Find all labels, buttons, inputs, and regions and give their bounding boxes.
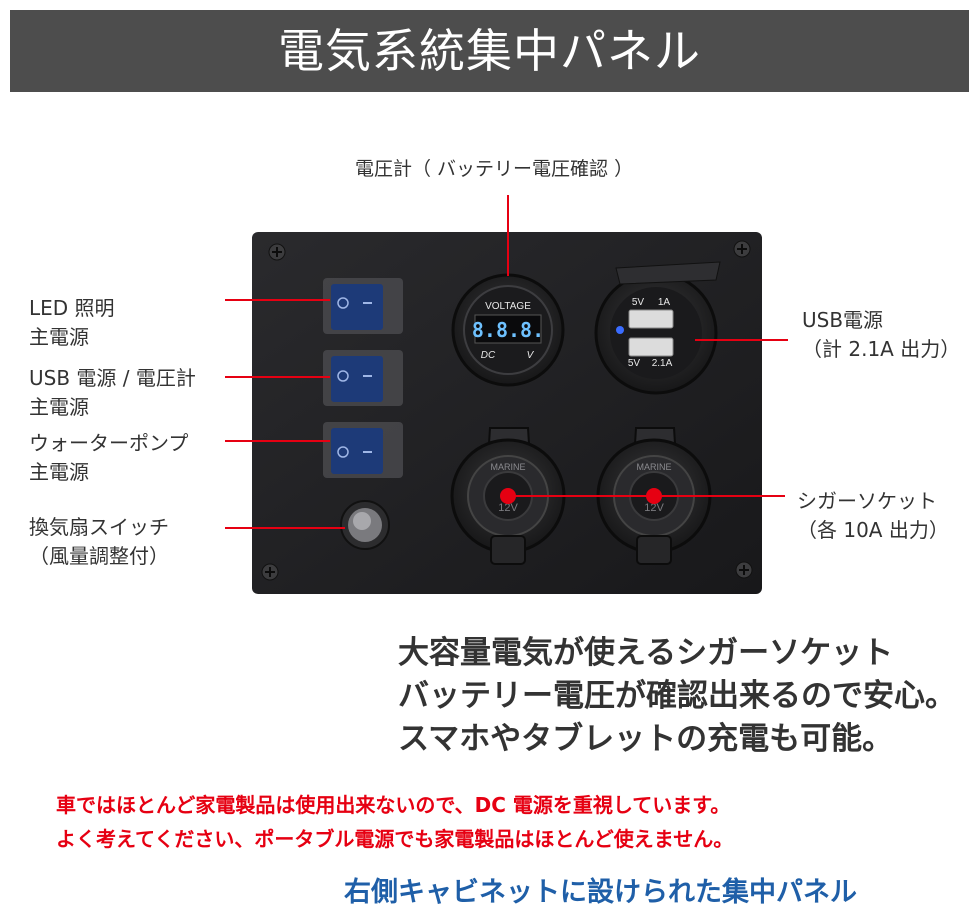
- fan-knob: [340, 500, 390, 550]
- pointer-dot-right: [646, 488, 662, 504]
- usb-switch-label-line1: USB 電源 / 電圧計: [29, 366, 196, 390]
- cigar-socket-label-line2: （各 10A 出力）: [797, 518, 949, 542]
- voltage-display: 8.8.8.: [472, 318, 544, 342]
- usb-power-label-line1: USB電源: [802, 308, 884, 332]
- rocker-switch-water: [323, 422, 403, 478]
- page-title: 電気系統集中パネル: [278, 24, 701, 78]
- pointer-dot-left: [500, 488, 516, 504]
- usb-charger: [594, 261, 721, 395]
- fan-switch-label-line2: （風量調整付）: [29, 544, 169, 568]
- voltmeter: [451, 273, 565, 387]
- fan-switch-label-line1: 換気扇スイッチ: [29, 515, 169, 539]
- usb-power-label: USB電源 （計 2.1A 出力）: [802, 306, 960, 364]
- body-line1: 大容量電気が使えるシガーソケット: [398, 635, 894, 671]
- cigar-socket-label-line1: シガーソケット: [797, 489, 937, 513]
- led-label-line2: 主電源: [29, 325, 89, 349]
- socket-volt-left: 12V: [498, 502, 518, 514]
- caption: 右側キャビネットに設けられた集中パネル: [344, 877, 857, 908]
- rocker-switch-led: [323, 278, 403, 334]
- socket-volt-right: 12V: [644, 502, 664, 514]
- socket-brand-right: MARINE: [636, 462, 671, 472]
- usb-bottom-left-label: 5V: [628, 358, 641, 369]
- body-text: 大容量電気が使えるシガーソケット バッテリー電圧が確認出来るので安心。 スマホや…: [398, 632, 956, 761]
- usb-switch-label-line2: 主電源: [29, 395, 89, 419]
- socket-brand-left: MARINE: [490, 462, 525, 472]
- title-banner: 電気系統集中パネル: [10, 10, 969, 92]
- water-pump-label-line2: 主電源: [29, 460, 89, 484]
- usb-top-right-label: 1A: [658, 297, 671, 308]
- usb-switch-label: USB 電源 / 電圧計 主電源: [29, 364, 196, 422]
- cigar-socket-label: シガーソケット （各 10A 出力）: [797, 487, 949, 545]
- body-line2: バッテリー電圧が確認出来るので安心。: [398, 678, 956, 714]
- usb-power-label-line2: （計 2.1A 出力）: [802, 337, 961, 361]
- usb-top-left-label: 5V: [632, 297, 645, 308]
- water-pump-label: ウォーターポンプ 主電源: [29, 429, 188, 487]
- body-line3: スマホやタブレットの充電も可能。: [398, 721, 894, 757]
- voltmeter-label: 電圧計（ バッテリー電圧確認 ）: [355, 158, 634, 180]
- warning-line2: よく考えてください、ポータブル電源でも家電製品はほとんど使えません。: [56, 827, 734, 851]
- rocker-switch-usb: [323, 350, 403, 406]
- led-label-line1: LED 照明: [29, 296, 115, 320]
- usb-bottom-right-label: 2.1A: [652, 358, 673, 369]
- v-label: V: [527, 350, 535, 361]
- led-label: LED 照明 主電源: [29, 294, 115, 352]
- voltage-label: VOLTAGE: [485, 301, 531, 312]
- water-pump-label-line1: ウォーターポンプ: [29, 431, 189, 455]
- warning-line1: 車ではほとんど家電製品は使用出来ないので、DC 電源を重視しています。: [56, 793, 731, 817]
- fan-switch-label: 換気扇スイッチ （風量調整付）: [29, 513, 169, 571]
- dc-label: DC: [481, 350, 496, 361]
